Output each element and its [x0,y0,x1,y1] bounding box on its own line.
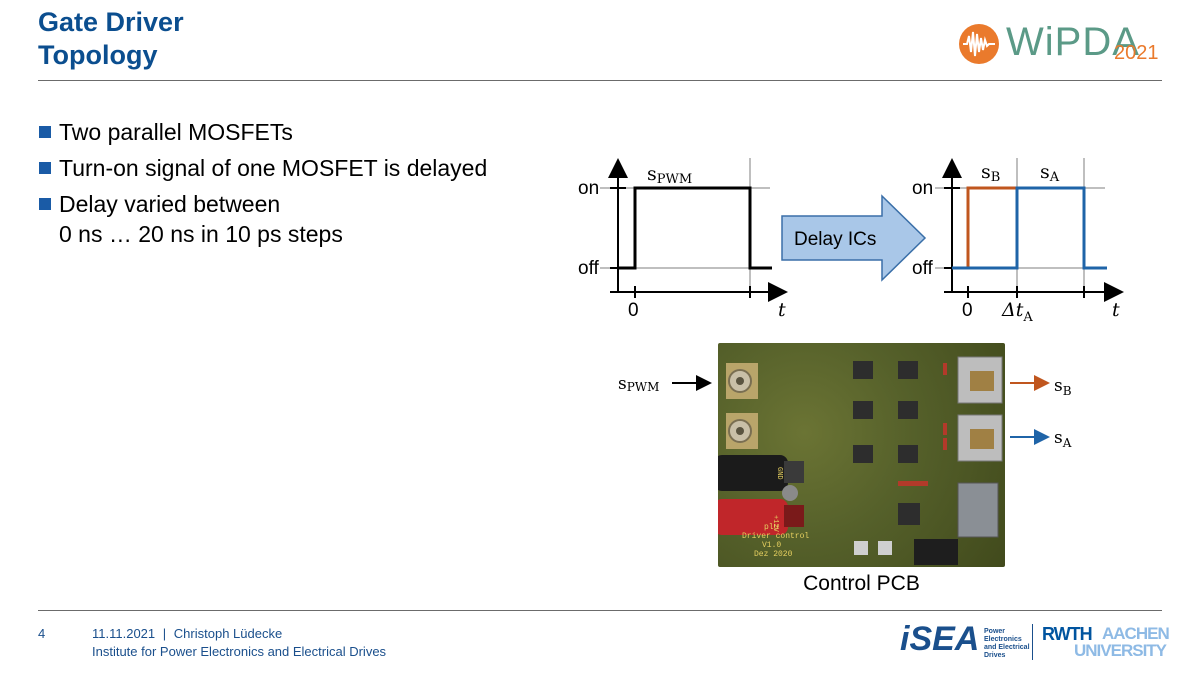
pcb-input-label: sPWM [618,374,659,394]
control-pcb-image: plu Driver control V1.0 Dez 2020 GND +12… [714,343,1005,567]
bullet-square-icon [39,198,51,210]
footer-institute: Institute for Power Electronics and Elec… [92,644,387,659]
capacitor-icon [898,363,947,486]
footer-divider [38,610,1162,611]
pushbutton-icon [878,541,892,555]
bnc-connector-icon [726,363,758,399]
page-number: 4 [38,626,46,641]
header-divider [38,80,1162,81]
delayed-waveform-plot: on off 0 ΔtA t sB sA [912,158,1124,325]
zero-label: 0 [962,300,973,321]
bullet-item: Turn-on signal of one MOSFET is delayed [38,150,487,186]
sb-label: sB [981,161,1000,185]
bullet-continuation: 0 ns … 20 ns in 10 ps steps [59,221,343,247]
pcb-silk-gnd: GND [775,467,783,480]
pushbutton-icon [854,541,868,555]
isea-logo-desc: Power Electronics and Electrical Drives [984,628,1030,659]
banana-plug-black-icon [714,455,804,491]
delta-t-label: ΔtA [1001,299,1033,325]
connector-icon [957,482,999,538]
delay-ics-label: Delay ICs [794,229,876,250]
bullet-text: Delay varied between [59,191,281,217]
footer-date: 11.11.2021 [92,626,156,641]
footer-separator: | [162,626,167,641]
electrolytic-capacitor-icon [782,485,798,501]
wipda-logo-text: WiPDA [1006,20,1140,64]
title-line-2: Topology [38,40,158,70]
isea-logo: iSEA Power Electronics and Electrical Dr… [900,620,1030,662]
bullet-item: Delay varied between [38,186,487,222]
banana-plug-red-icon [714,499,804,535]
wipda-waveform-icon [959,24,999,64]
spwm-label: sPWM [647,163,692,187]
ic-chip-icon [853,361,920,525]
wipda-logo: WiPDA 2021 [958,20,1163,72]
university-logo-text: UNIVERSITY [1074,641,1167,660]
pcb-silkscreen: plu Driver control V1.0 Dez 2020 [742,523,814,559]
wipda-logo-year: 2021 [1114,42,1159,64]
bnc-connector-icon [726,413,758,449]
title-line-1: Gate Driver [38,7,184,37]
pcb-silk-12v: +12V [771,515,779,533]
bullet-square-icon [39,162,51,174]
rj45-connector-icon [957,356,1003,462]
pcb-components: plu Driver control V1.0 Dez 2020 GND +12… [714,356,1003,565]
bullet-text: Two parallel MOSFETs [59,119,293,145]
sa-label: sA [1040,161,1060,185]
aachen-logo-text: AACHEN [1102,624,1170,643]
zero-label: 0 [628,300,639,321]
bullet-list: Two parallel MOSFETs Turn-on signal of o… [38,114,487,252]
pcb-signal-annotations: sPWM sB sA [618,374,1072,450]
bullet-item: Two parallel MOSFETs [38,114,487,150]
pwm-waveform-plot: on off 0 t sPWM [578,158,788,321]
on-label: on [912,178,933,199]
logo-divider [1032,624,1033,660]
time-label: t [778,299,786,321]
bullet-text: Turn-on signal of one MOSFET is delayed [59,155,488,181]
isea-logo-text: iSEA [900,620,980,658]
footer-meta: 11.11.2021 | Christoph Lüdecke Institute… [92,625,386,661]
header-connector-icon [914,539,958,565]
pcb-caption: Control PCB [803,572,920,595]
pcb-output-b-label: sB [1054,376,1072,398]
rwth-logo: RWTH AACHEN UNIVERSITY [1042,624,1170,664]
off-label: off [912,258,934,279]
delay-waveform-diagram: on off 0 t sPWM Delay ICs on off 0 ΔtA t… [578,158,1124,325]
page-title: Gate Driver Topology [38,6,184,72]
bullet-square-icon [39,126,51,138]
pcb-output-a-label: sA [1054,428,1072,450]
on-label: on [578,178,599,199]
footer-author: Christoph Lüdecke [173,626,283,641]
off-label: off [578,258,600,279]
time-label: t [1112,299,1120,321]
delay-ics-arrow: Delay ICs [781,194,927,282]
rwth-logo-text: RWTH [1042,624,1093,644]
